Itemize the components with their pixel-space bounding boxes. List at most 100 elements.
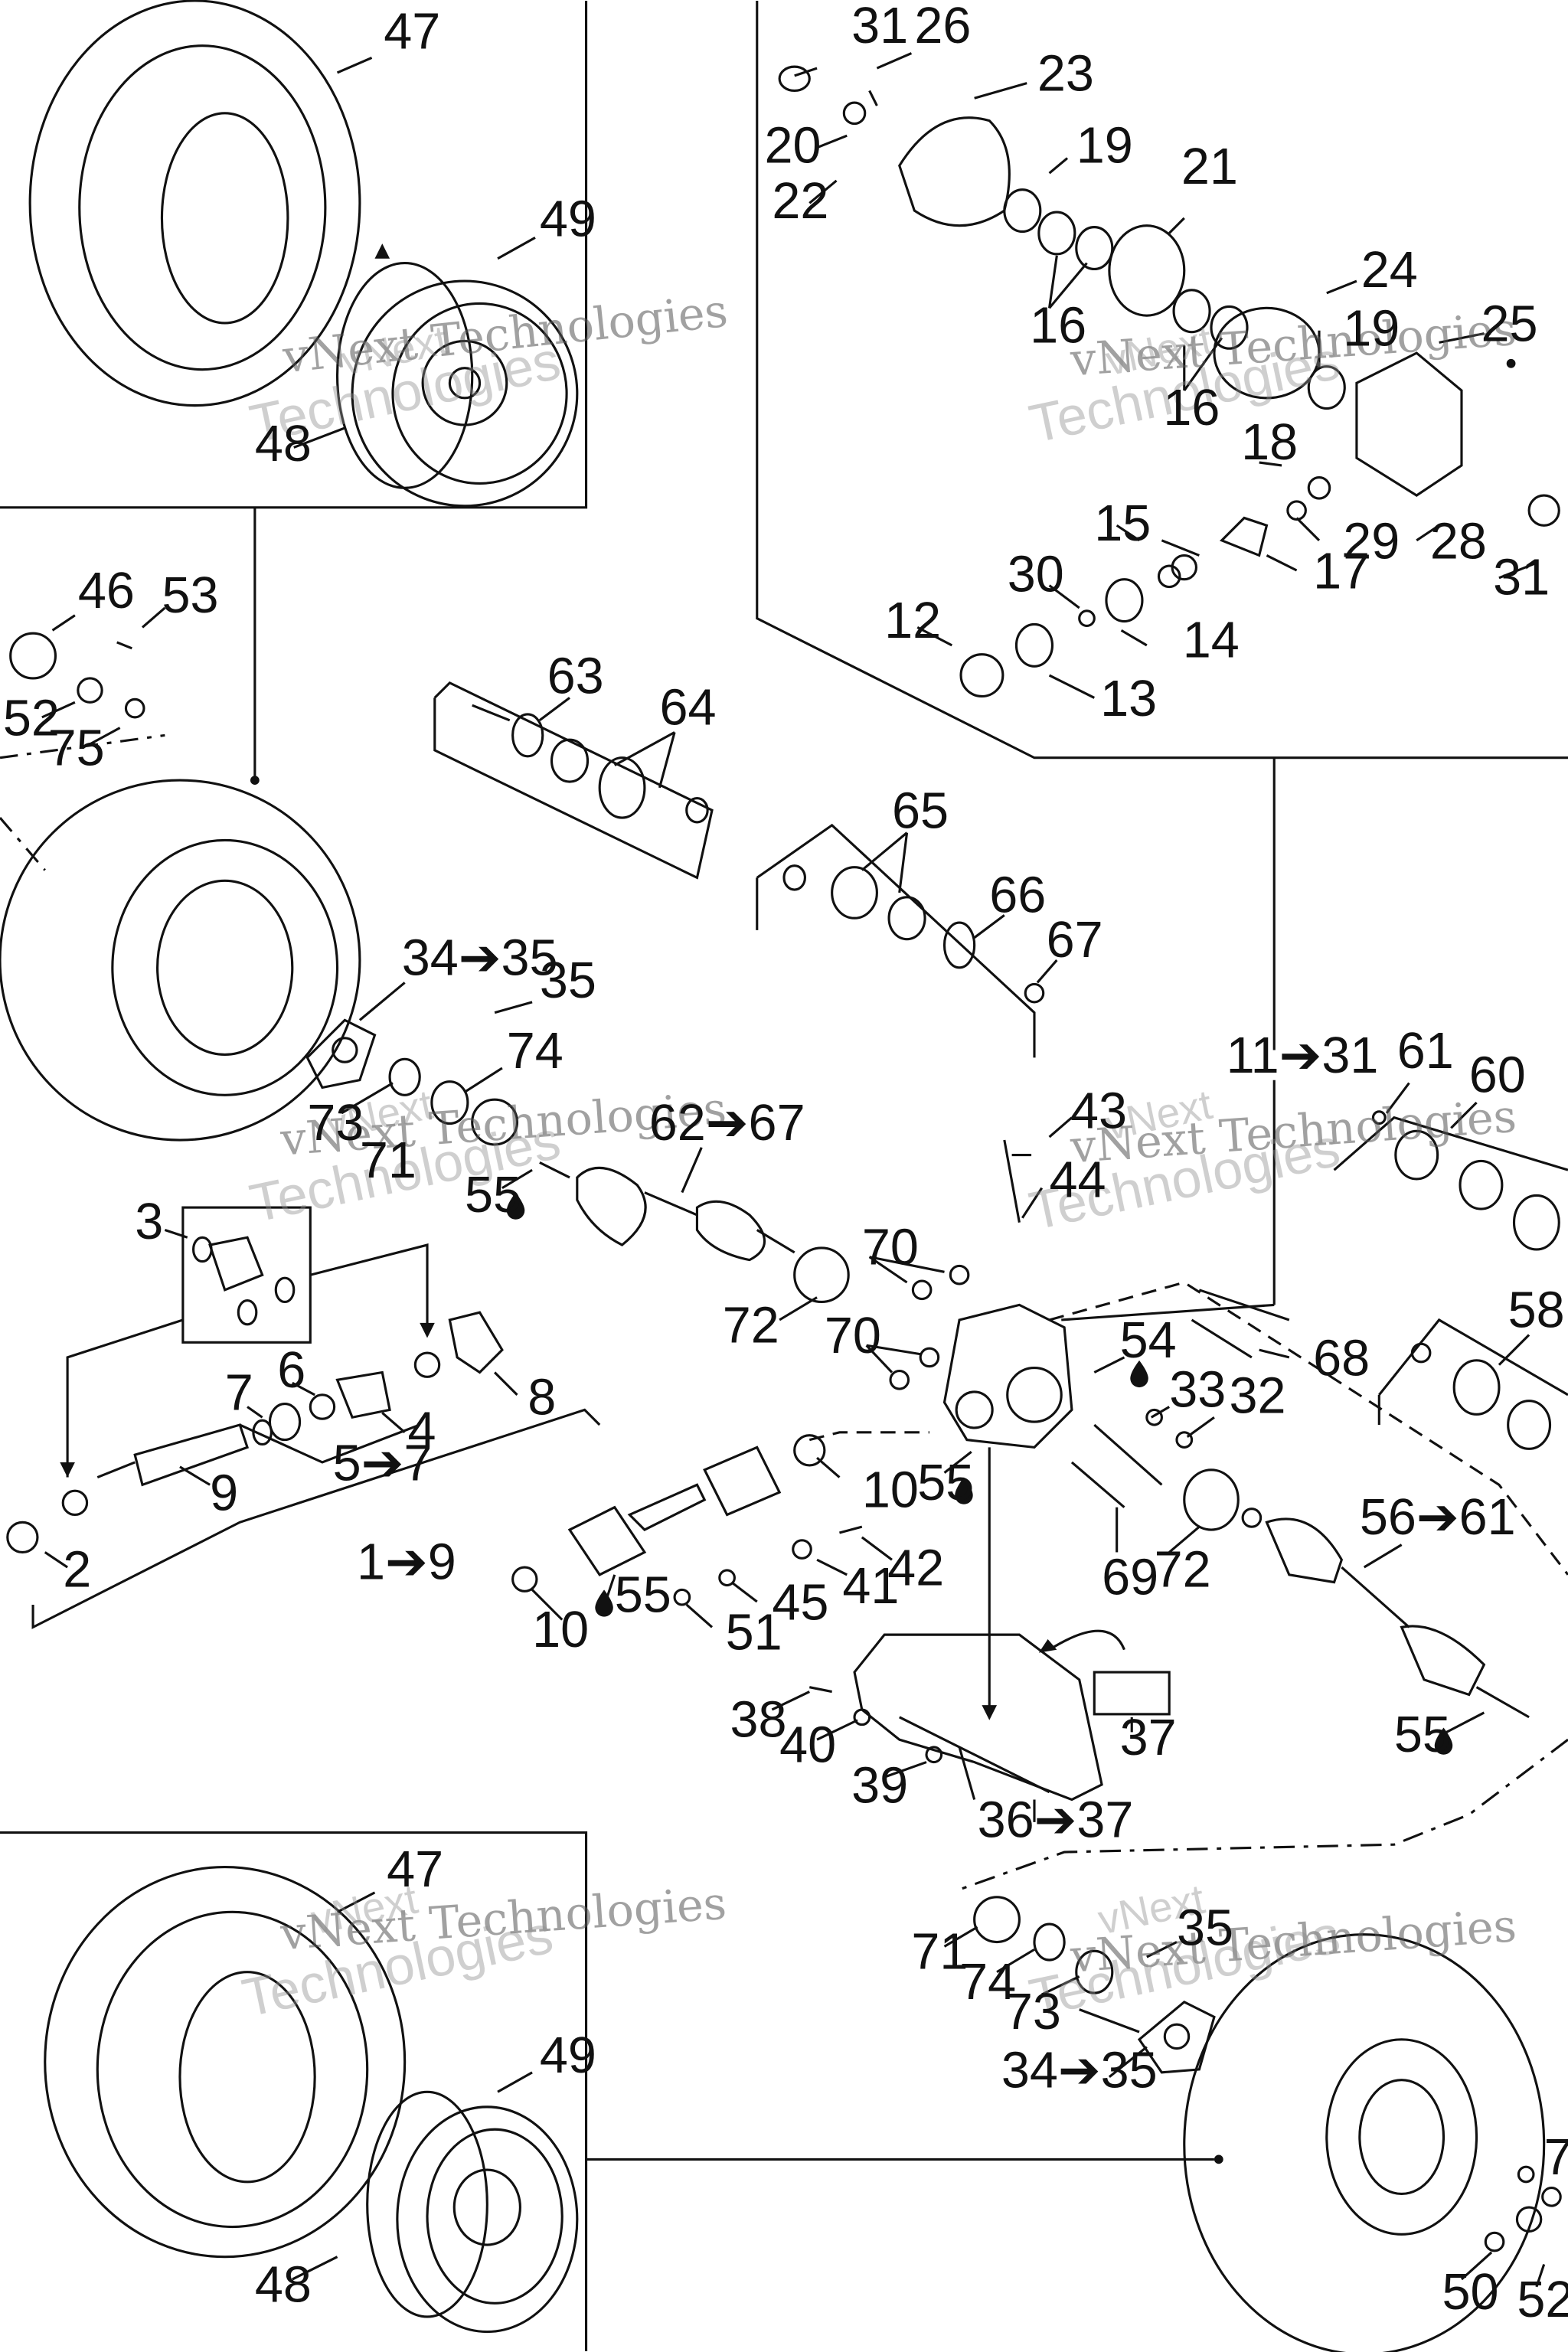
part-label: 39 xyxy=(851,1757,908,1814)
hub-mid-left xyxy=(305,1018,519,1146)
hub-bottom-right xyxy=(973,1896,1216,2074)
part-label: 43 xyxy=(1070,1083,1127,1139)
tire-mid-left xyxy=(0,779,361,1142)
part-label: 52 xyxy=(3,690,60,746)
part-label: 70 xyxy=(825,1308,881,1364)
drive-axle-62-67 xyxy=(539,1161,850,1304)
group-bracket-3 xyxy=(309,1243,429,1335)
part-label: 4 xyxy=(408,1402,436,1459)
part-label: 55 xyxy=(917,1455,974,1511)
frame-top-right xyxy=(756,0,1568,760)
group-bracket-5-7 xyxy=(239,1423,420,1464)
part-label: 5➔7 xyxy=(333,1435,433,1491)
part-label: 44 xyxy=(1050,1152,1106,1208)
part-label: 64 xyxy=(659,680,716,737)
rim-bottom-left xyxy=(366,2090,579,2334)
small-parts-46-75 xyxy=(9,632,145,719)
part-label: 16 xyxy=(1163,380,1220,436)
part-label: 14 xyxy=(1183,612,1240,669)
drop-icons xyxy=(60,243,1516,2164)
part-label: 33 xyxy=(1169,1362,1226,1419)
part-label: 35 xyxy=(540,952,596,1009)
cv-parts-65-67 xyxy=(782,864,1045,1004)
gearbox-center xyxy=(889,1139,1290,1531)
part-label: 36➔37 xyxy=(978,1792,1134,1848)
part-label: 11➔31 xyxy=(1227,1027,1379,1084)
arrow-icon xyxy=(1038,1639,1057,1653)
part-label: 75 xyxy=(48,720,105,777)
small-parts-50-75 xyxy=(1484,2165,1562,2252)
part-label: 75 xyxy=(1544,2129,1568,2186)
frame-top-left xyxy=(0,0,588,509)
part-label: 71 xyxy=(360,1132,416,1189)
part-label: 15 xyxy=(1094,495,1151,552)
part-label: 73 xyxy=(1004,1984,1061,2040)
part-label: 72 xyxy=(723,1297,779,1354)
part-label: 61 xyxy=(1397,1023,1454,1080)
part-label: 18 xyxy=(1241,414,1298,471)
part-label: 40 xyxy=(779,1717,836,1774)
group-bracket-60 xyxy=(1333,1116,1568,1171)
part-label: 65 xyxy=(892,783,949,840)
part-label: 25 xyxy=(1481,296,1537,352)
part-label: 28 xyxy=(1430,513,1487,570)
part-label: 31 xyxy=(851,0,908,54)
part-label: 45 xyxy=(772,1575,828,1632)
rim-top-left xyxy=(335,262,579,508)
part-label: 69 xyxy=(1102,1549,1158,1606)
group-bracket-1-9 xyxy=(31,1408,601,1629)
group-bracket-65-67 xyxy=(756,823,1036,1058)
tire-bottom-left xyxy=(44,1866,407,2259)
part-label: 48 xyxy=(255,416,312,472)
part-label: 54 xyxy=(1120,1312,1177,1369)
part-label: 12 xyxy=(884,593,941,649)
part-label: 72 xyxy=(1155,1541,1211,1598)
part-label: 74 xyxy=(959,1954,1016,2011)
part-label: 38 xyxy=(730,1691,787,1748)
part-label: 41 xyxy=(842,1558,899,1615)
part-label: 62➔67 xyxy=(649,1095,805,1152)
leader-line xyxy=(808,1431,929,1442)
part-label: 13 xyxy=(1100,671,1157,727)
leader-line xyxy=(0,733,165,760)
part-label: 71 xyxy=(911,1924,968,1981)
part-label: 31 xyxy=(1493,549,1550,606)
part-label: 42 xyxy=(887,1540,944,1597)
part-label: 47 xyxy=(387,1841,443,1898)
marker-icon xyxy=(374,243,390,259)
part-label: 67 xyxy=(1047,912,1103,969)
part-label: 49 xyxy=(540,191,596,247)
part-label: 49 xyxy=(540,2027,596,2084)
part-label: 37 xyxy=(1120,1710,1177,1766)
arrow-icon xyxy=(420,1322,435,1338)
part-label: 32 xyxy=(1230,1367,1286,1424)
prop-shaft-center xyxy=(511,1434,863,1606)
part-label: 22 xyxy=(772,173,828,230)
part-label: 55 xyxy=(615,1567,671,1624)
part-label: 9 xyxy=(210,1465,238,1522)
marker-dot xyxy=(1506,358,1516,368)
part-label: 21 xyxy=(1181,139,1238,195)
part-label: 3 xyxy=(135,1194,163,1250)
drive-shaft-1-9 xyxy=(6,1236,504,1554)
arrow-icon xyxy=(60,1462,75,1478)
part-label: 6 xyxy=(277,1342,305,1399)
drop-icon xyxy=(1130,1360,1148,1388)
part-label: 7 xyxy=(225,1364,253,1421)
leader-line xyxy=(959,1738,1568,1891)
drop-icon xyxy=(595,1589,613,1617)
tire-bottom-right xyxy=(1183,1933,1546,2352)
part-label: 73 xyxy=(307,1095,364,1152)
part-label: 34➔35 xyxy=(402,930,558,987)
differential-top-right xyxy=(778,65,1560,698)
part-label: 51 xyxy=(726,1605,782,1661)
part-label: 63 xyxy=(547,648,604,705)
arrow-icon xyxy=(982,1705,998,1720)
part-label: 1➔9 xyxy=(357,1534,456,1591)
part-label: 53 xyxy=(162,567,218,624)
marker-dot xyxy=(250,776,260,785)
part-label: 2 xyxy=(63,1541,91,1598)
part-label: 48 xyxy=(255,2256,312,2313)
marker-dot xyxy=(1214,2154,1223,2164)
part-label: 55 xyxy=(1394,1707,1451,1763)
